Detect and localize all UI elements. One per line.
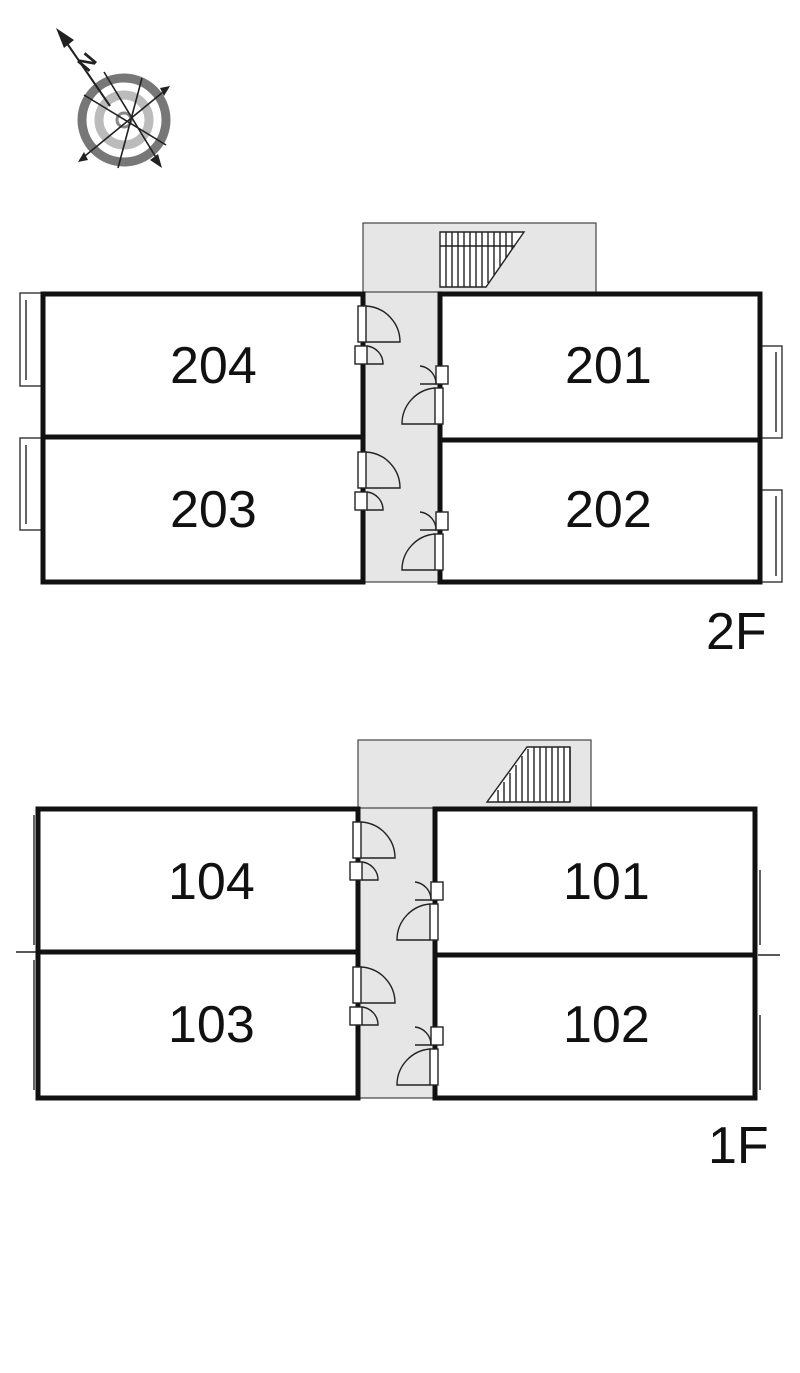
balcony-202 [759,489,783,583]
north-compass-icon: N [56,28,171,169]
door-203 [354,451,401,511]
unit-label-102: 102 [563,996,650,1054]
door-102 [396,1026,444,1086]
unit-label-103: 103 [168,996,255,1054]
balcony-201 [759,345,783,439]
floor-1f: 104 103 101 102 1F [16,739,780,1175]
staircase-1f [485,746,571,803]
north-label: N [72,48,101,76]
corridor-2f-passage [362,291,442,583]
balcony-204 [19,292,44,387]
door-201 [401,365,449,425]
unit-label-104: 104 [168,853,255,911]
door-104 [349,821,396,881]
unit-label-101: 101 [563,853,650,911]
floor-label-1f: 1F [708,1117,769,1175]
floor-2f: 204 203 201 202 2F [19,222,783,661]
unit-label-202: 202 [565,481,652,539]
door-204 [354,305,401,365]
door-101 [396,881,444,941]
unit-label-203: 203 [170,481,257,539]
unit-label-204: 204 [170,337,257,395]
unit-202[interactable] [437,437,763,585]
corridor-1f-passage [357,807,437,1099]
balcony-203 [19,437,44,531]
staircase-2f [439,231,526,288]
unit-label-201: 201 [565,337,652,395]
door-202 [401,511,449,571]
floor-label-2f: 2F [706,603,767,661]
door-103 [349,966,396,1026]
